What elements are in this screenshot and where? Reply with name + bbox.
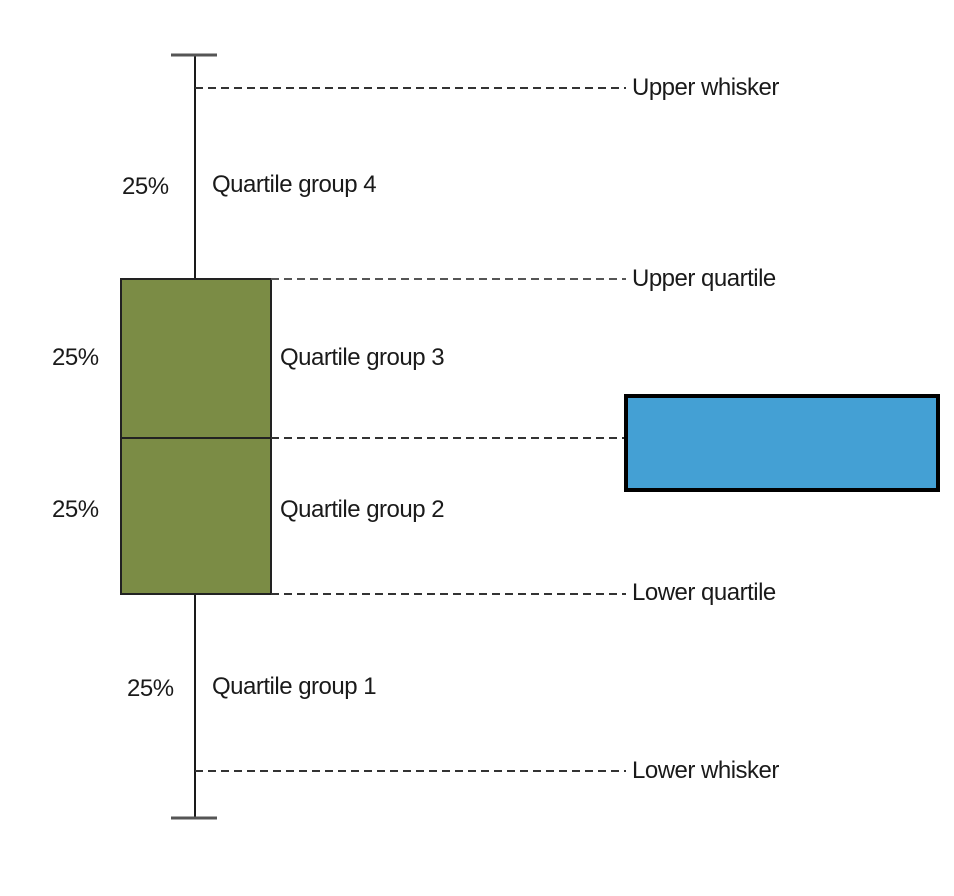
quartile-box (120, 278, 272, 595)
quartile-group-4-label: Quartile group 4 (212, 171, 377, 198)
quartile-group-1-percent: 25% (127, 675, 174, 702)
quartile-group-2-label: Quartile group 2 (280, 496, 445, 523)
upper-quartile-label: Upper quartile (632, 265, 776, 292)
quartile-group-2-percent: 25% (52, 496, 99, 523)
quartile-group-3-label: Quartile group 3 (280, 344, 445, 371)
quartile-group-3-percent: 25% (52, 344, 99, 371)
upper-whisker-label: Upper whisker (632, 74, 779, 101)
quartile-group-1-label: Quartile group 1 (212, 673, 377, 700)
lower-quartile-label: Lower quartile (632, 579, 776, 606)
lower-whisker-label: Lower whisker (632, 757, 779, 784)
quartile-group-4-percent: 25% (122, 173, 169, 200)
median-label-mask (624, 394, 940, 492)
